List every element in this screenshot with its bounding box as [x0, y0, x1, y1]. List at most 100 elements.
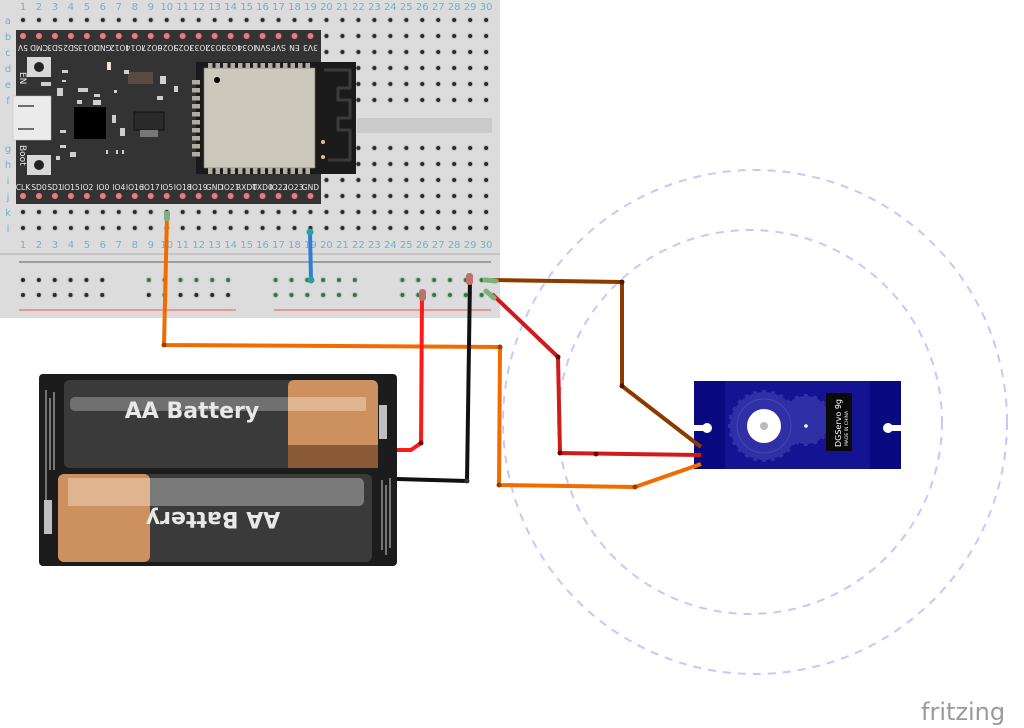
wire-bendpoint[interactable]	[557, 450, 563, 456]
esp32-pin[interactable]	[211, 193, 218, 199]
breadboard-hole-center	[436, 66, 441, 70]
column-number: 7	[116, 2, 122, 13]
esp32-pin[interactable]	[195, 193, 202, 199]
esp32-pin[interactable]	[291, 193, 298, 199]
esp32-pin[interactable]	[83, 193, 90, 199]
esp32-pin-label: GND	[206, 183, 224, 192]
wire-bendpoint[interactable]	[632, 484, 638, 490]
smd-part	[60, 145, 66, 148]
esp32-pin[interactable]	[147, 33, 154, 39]
wire-servo-brown[interactable]	[491, 278, 703, 449]
esp32-pin[interactable]	[211, 33, 218, 39]
esp32-pin-label: TXD0	[251, 183, 273, 192]
breadboard-hole-center	[404, 178, 409, 182]
esp32-pin[interactable]	[227, 193, 234, 199]
esp32-pin[interactable]	[259, 33, 266, 39]
wire-bendpoint[interactable]	[464, 478, 470, 484]
wire-bendpoint[interactable]	[619, 383, 625, 389]
breadboard-hole-center	[436, 162, 441, 166]
breadboard-hole-center	[388, 82, 393, 86]
esp32-pin[interactable]	[20, 193, 26, 199]
breadboard-hole-center	[420, 98, 425, 102]
esp32-pin[interactable]	[243, 33, 250, 39]
gear-tooth	[781, 426, 787, 432]
esp32-pin-label: IO14	[126, 43, 144, 52]
column-number: 14	[224, 240, 237, 251]
wire-endpoint	[466, 273, 473, 285]
esp32-pin[interactable]	[195, 33, 202, 39]
module-pad	[260, 168, 265, 174]
breadboard-hole-center	[340, 34, 345, 38]
breadboard-hole-center	[420, 18, 425, 22]
wire-bendpoint[interactable]	[555, 354, 561, 360]
breadboard-hole-center	[404, 66, 409, 70]
breadboard-hole-center	[84, 210, 89, 214]
wire-endpoint	[419, 289, 426, 301]
esp32-pin[interactable]	[227, 33, 234, 39]
wire-servo-red[interactable]	[490, 292, 702, 457]
module-pad	[268, 168, 273, 174]
esp32-pin[interactable]	[67, 193, 74, 199]
esp32-pin[interactable]	[147, 193, 154, 199]
esp32-pin[interactable]	[51, 193, 58, 199]
esp32-pin[interactable]	[275, 33, 282, 39]
wire-bendpoint[interactable]	[496, 482, 502, 488]
breadboard-hole-center	[436, 98, 441, 102]
negative-terminal	[44, 500, 52, 534]
esp32-pin[interactable]	[163, 33, 170, 39]
wire-bendpoint[interactable]	[497, 344, 503, 350]
breadboard-hole-center	[420, 82, 425, 86]
esp32-pin[interactable]	[307, 193, 314, 199]
esp32-pin[interactable]	[35, 193, 42, 199]
esp32-pin[interactable]	[115, 33, 122, 39]
gear-tooth	[812, 439, 818, 445]
row-letter: f	[6, 96, 10, 107]
gear-teeth	[728, 390, 832, 462]
esp32-pin[interactable]	[243, 193, 250, 199]
esp32-pin[interactable]	[115, 193, 122, 199]
voltage-regulator	[133, 111, 165, 131]
smd-part	[62, 70, 68, 73]
esp32-pin[interactable]	[99, 193, 106, 199]
esp32-pin[interactable]	[179, 193, 186, 199]
servo-motor[interactable]: DGServo 9g MADE IN CHINA	[694, 381, 901, 469]
esp32-pin[interactable]	[83, 33, 90, 39]
rail-hole-center	[337, 278, 341, 282]
esp32-pin[interactable]	[291, 33, 298, 39]
breadboard-hole-center	[420, 210, 425, 214]
gear-tooth	[794, 439, 800, 445]
breadboard-hole-center	[388, 210, 393, 214]
esp32-pin[interactable]	[99, 33, 106, 39]
esp32-pin[interactable]	[131, 193, 138, 199]
wire-signal-io5[interactable]	[162, 214, 702, 489]
esp32-pin[interactable]	[35, 33, 42, 39]
gear-tooth	[728, 424, 732, 428]
rail-hole-center	[273, 278, 278, 282]
esp32-pin[interactable]	[67, 33, 74, 39]
spring-contact-left	[45, 390, 55, 500]
column-number: 4	[68, 2, 74, 13]
esp32-pin[interactable]	[259, 193, 266, 199]
esp32-pin[interactable]	[179, 33, 186, 39]
esp32-pin[interactable]	[51, 33, 58, 39]
gear-tooth	[804, 442, 808, 446]
esp32-pin[interactable]	[275, 193, 282, 199]
wire-bendpoint[interactable]	[619, 279, 625, 285]
esp32-pin-label: IO25	[174, 43, 192, 52]
wire-bendpoint[interactable]	[161, 342, 167, 348]
esp32-pin[interactable]	[20, 33, 26, 39]
aa-battery-holder[interactable]: AA Battery AA Battery	[39, 374, 397, 566]
breadboard-hole-center	[372, 50, 377, 54]
wire-bendpoint[interactable]	[593, 451, 599, 457]
wire-gnd-jumper[interactable]	[308, 231, 313, 281]
esp32-pin[interactable]	[131, 33, 138, 39]
esp32-pin[interactable]	[163, 193, 170, 199]
breadboard-hole-center	[404, 34, 409, 38]
breadboard-hole-center	[180, 18, 185, 22]
module-pad	[192, 80, 200, 85]
wire-bendpoint[interactable]	[418, 440, 424, 446]
wire-battery-positive[interactable]	[397, 294, 424, 452]
esp32-pin[interactable]	[307, 33, 314, 39]
